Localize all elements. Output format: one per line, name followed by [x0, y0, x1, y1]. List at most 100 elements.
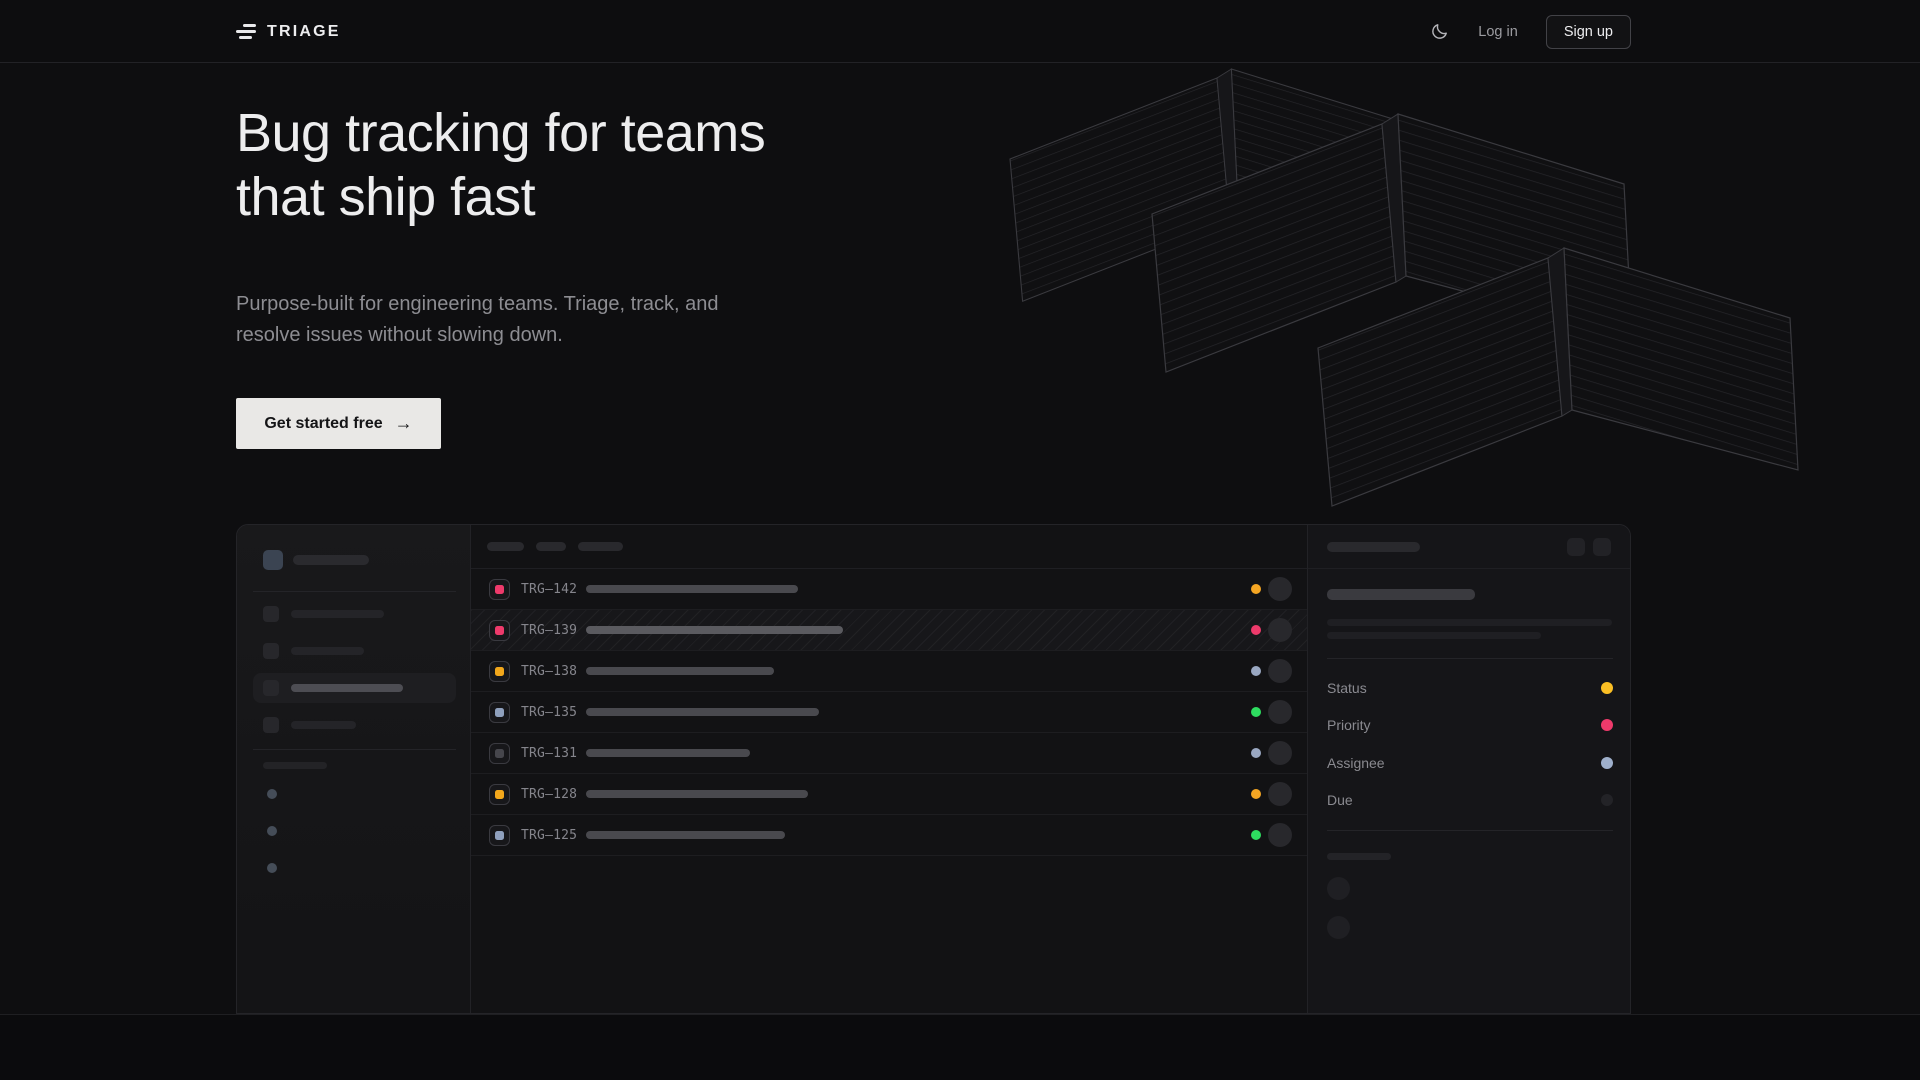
hero-subtitle-line1: Purpose-built for engineering teams. Tri…: [236, 293, 719, 315]
hero-title-line1: Bug tracking for teams: [236, 103, 766, 163]
panel-divider: [1327, 658, 1613, 659]
sidebar-nav-item[interactable]: [253, 599, 456, 629]
panel-title-skeleton: [1327, 541, 1420, 552]
footer-strip: [0, 1014, 1920, 1080]
issue-row[interactable]: TRG–135: [471, 692, 1307, 733]
sidebar-divider: [253, 749, 456, 750]
field-value-dot: [1601, 756, 1613, 769]
issue-id: TRG–131: [521, 745, 578, 761]
panel-action-button[interactable]: [1593, 537, 1611, 556]
status-dot: [1251, 584, 1261, 594]
issue-id: TRG–139: [521, 622, 578, 638]
issue-type-icon: [489, 578, 510, 600]
detail-fields: Status Priority Assignee Due: [1327, 669, 1613, 819]
issue-title-skeleton: [586, 626, 843, 634]
hero-title: Bug tracking for teams that ship fast: [236, 101, 766, 229]
issue-title-skeleton: [586, 708, 819, 716]
assignee-avatar: [1268, 782, 1292, 806]
sidebar-bullet-dot: [267, 863, 277, 873]
nav-item-label-skeleton: [291, 684, 403, 692]
detail-field-row[interactable]: Assignee: [1327, 744, 1613, 782]
issue-type-icon: [489, 824, 510, 846]
sidebar-nav-item[interactable]: [253, 710, 456, 740]
sidebar-bullet-dot: [267, 789, 277, 799]
filter-pill-skeleton[interactable]: [536, 542, 566, 551]
brand-name: TRIAGE: [267, 22, 341, 40]
detail-field-row[interactable]: Status: [1327, 669, 1613, 707]
issue-row[interactable]: TRG–131: [471, 733, 1307, 774]
mockup-sidebar: [237, 525, 471, 1013]
issue-row[interactable]: TRG–128: [471, 774, 1307, 815]
hero-subtitle-line2: resolve issues without slowing down.: [236, 323, 563, 346]
issue-list: TRG–142 TRG–139 TRG–138 TRG–135 TRG–131 …: [471, 569, 1307, 856]
assignee-avatar: [1268, 823, 1292, 847]
panel-action-button[interactable]: [1567, 537, 1585, 556]
issue-title-skeleton: [586, 585, 798, 593]
brand-logo[interactable]: TRIAGE: [236, 0, 341, 63]
issue-list-header: [471, 525, 1307, 569]
header-nav: Log in Sign up: [1428, 0, 1631, 63]
issue-id: TRG–128: [521, 786, 578, 802]
sidebar-divider: [253, 591, 456, 592]
assignee-avatar: [1268, 618, 1292, 642]
activity-avatar-placeholder: [1327, 916, 1350, 939]
status-dot: [1251, 830, 1261, 840]
status-dot: [1251, 707, 1261, 717]
issue-title-skeleton: [586, 831, 785, 839]
issue-type-icon: [489, 783, 510, 805]
issue-row[interactable]: TRG–125: [471, 815, 1307, 856]
nav-item-label-skeleton: [291, 721, 356, 729]
status-dot: [1251, 789, 1261, 799]
issue-detail-panel: Status Priority Assignee Due: [1307, 525, 1630, 1013]
sidebar-nav-item[interactable]: [253, 636, 456, 666]
issue-type-icon: [489, 619, 510, 641]
nav-item-icon-placeholder: [263, 717, 279, 733]
issue-type-icon: [489, 701, 510, 723]
issue-description-skeleton: [1327, 619, 1612, 626]
wireframe-decoration: [1009, 68, 1799, 507]
nav-item-icon-placeholder: [263, 680, 279, 696]
sidebar-bullet-dot: [267, 826, 277, 836]
arrow-right-icon: →: [394, 413, 413, 433]
get-started-button[interactable]: Get started free →: [236, 398, 441, 449]
detail-panel-header: [1308, 525, 1630, 569]
detail-field-row[interactable]: Due: [1327, 782, 1613, 820]
field-value-dot: [1601, 681, 1613, 694]
field-label: Status: [1327, 679, 1367, 696]
issue-id: TRG–138: [521, 663, 578, 679]
nav-item-icon-placeholder: [263, 643, 279, 659]
hero-title-line2: that ship fast: [236, 167, 536, 227]
issue-list-panel: TRG–142 TRG–139 TRG–138 TRG–135 TRG–131 …: [471, 525, 1307, 1013]
issue-row[interactable]: TRG–142: [471, 569, 1307, 610]
hero-subtitle: Purpose-built for engineering teams. Tri…: [236, 289, 718, 350]
theme-toggle-button[interactable]: [1428, 21, 1450, 43]
issue-id: TRG–142: [521, 581, 578, 597]
site-header: TRIAGE Log in Sign up: [0, 0, 1920, 63]
assignee-avatar: [1268, 577, 1292, 601]
field-value-dot: [1601, 719, 1613, 732]
moon-icon: [1431, 24, 1447, 39]
sidebar-nav-item-active[interactable]: [253, 673, 456, 703]
status-dot: [1251, 666, 1261, 676]
cta-label: Get started free: [264, 414, 383, 432]
field-label: Priority: [1327, 717, 1371, 734]
signup-button[interactable]: Sign up: [1545, 14, 1631, 49]
field-label: Due: [1327, 792, 1353, 809]
issue-title-skeleton: [586, 749, 750, 757]
detail-field-row[interactable]: Priority: [1327, 707, 1613, 745]
issue-id: TRG–125: [521, 827, 578, 843]
workspace-avatar-placeholder[interactable]: [263, 550, 283, 570]
filter-pill-skeleton[interactable]: [487, 542, 524, 551]
activity-label-skeleton: [1327, 853, 1391, 860]
issue-row[interactable]: TRG–139: [471, 610, 1307, 651]
nav-item-label-skeleton: [291, 647, 364, 655]
panel-divider: [1327, 830, 1613, 831]
filter-pill-skeleton[interactable]: [578, 542, 623, 551]
issue-row[interactable]: TRG–138: [471, 651, 1307, 692]
issue-title-skeleton: [586, 667, 774, 675]
assignee-avatar: [1268, 741, 1292, 765]
login-link[interactable]: Log in: [1478, 23, 1518, 40]
issue-title-skeleton: [586, 790, 808, 798]
assignee-avatar: [1268, 700, 1292, 724]
